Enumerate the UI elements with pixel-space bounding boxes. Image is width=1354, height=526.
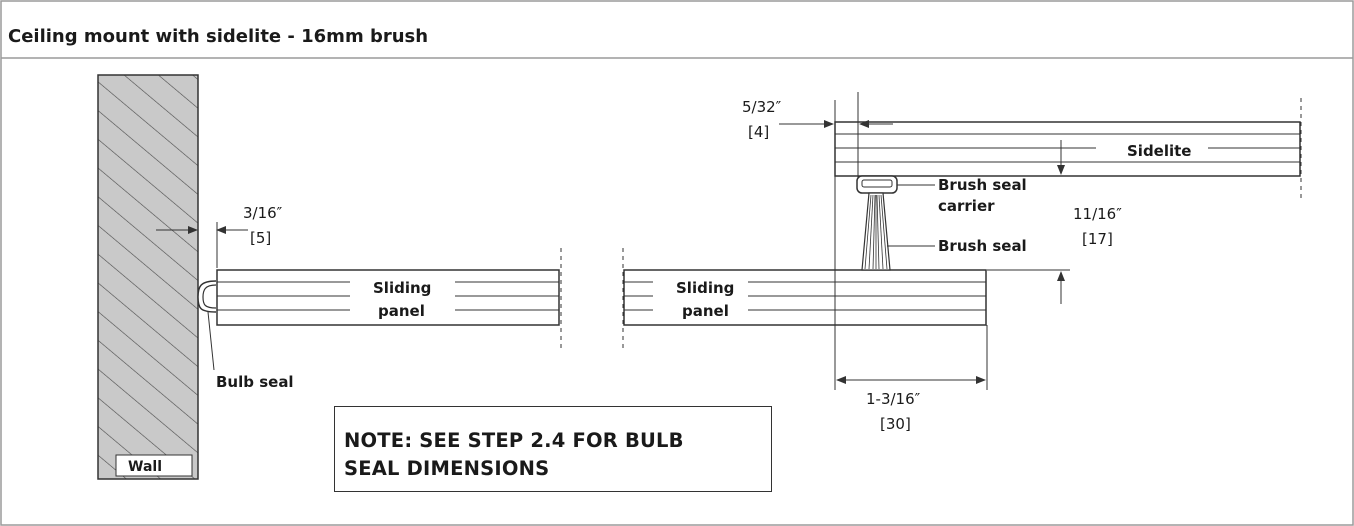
dimension-gap-wall-panel: 3/16″ [5] — [156, 204, 283, 268]
sliding-panel-left-label-2: panel — [378, 302, 425, 320]
sidelite: Sidelite — [834, 98, 1302, 200]
dimension-gap-metric: [5] — [250, 229, 271, 247]
brush-seal-carrier-label-1: Brush seal — [938, 176, 1027, 194]
dimension-gap-imperial: 3/16″ — [243, 204, 283, 222]
sliding-panel-left-label-1: Sliding — [373, 279, 431, 297]
note-line-2: SEAL DIMENSIONS — [344, 457, 550, 480]
dimension-sidelite-offset-imperial: 5/32″ — [742, 98, 782, 116]
sliding-panel-right: Sliding panel — [622, 248, 987, 348]
page-title: Ceiling mount with sidelite - 16mm brush — [8, 26, 429, 47]
note-line-1: NOTE: SEE STEP 2.4 FOR BULB — [344, 429, 684, 452]
sliding-panel-right-label-2: panel — [682, 302, 729, 320]
sidelite-label: Sidelite — [1127, 142, 1191, 160]
dimension-overlap-imperial: 1-3/16″ — [866, 390, 921, 408]
dimension-sidelite-offset-metric: [4] — [748, 123, 769, 141]
sliding-panel-left: Sliding panel — [216, 248, 562, 348]
dimension-overlap-metric: [30] — [880, 415, 911, 433]
brush-seal-carrier-label-2: carrier — [938, 197, 995, 215]
brush-seal-carrier: Brush seal carrier — [856, 175, 1027, 215]
dimension-brush-height-metric: [17] — [1082, 230, 1113, 248]
brush-seal-label: Brush seal — [938, 237, 1027, 255]
brush-seal: Brush seal — [861, 192, 1027, 271]
dimension-brush-height-imperial: 11/16″ — [1073, 205, 1122, 223]
wall-label-box — [115, 454, 193, 477]
note-box: NOTE: SEE STEP 2.4 FOR BULB SEAL DIMENSI… — [334, 406, 772, 492]
bulb-seal-label: Bulb seal — [216, 373, 294, 391]
sliding-panel-right-label-1: Sliding — [676, 279, 734, 297]
dimension-brush-height: 11/16″ [17] — [987, 140, 1122, 304]
wall: Wall — [97, 74, 199, 480]
dimension-sidelite-offset: 5/32″ [4] — [742, 92, 893, 180]
wall-label: Wall — [128, 459, 162, 475]
bulb-seal: Bulb seal — [197, 280, 294, 391]
dimension-overlap: 1-3/16″ [30] — [834, 176, 988, 433]
